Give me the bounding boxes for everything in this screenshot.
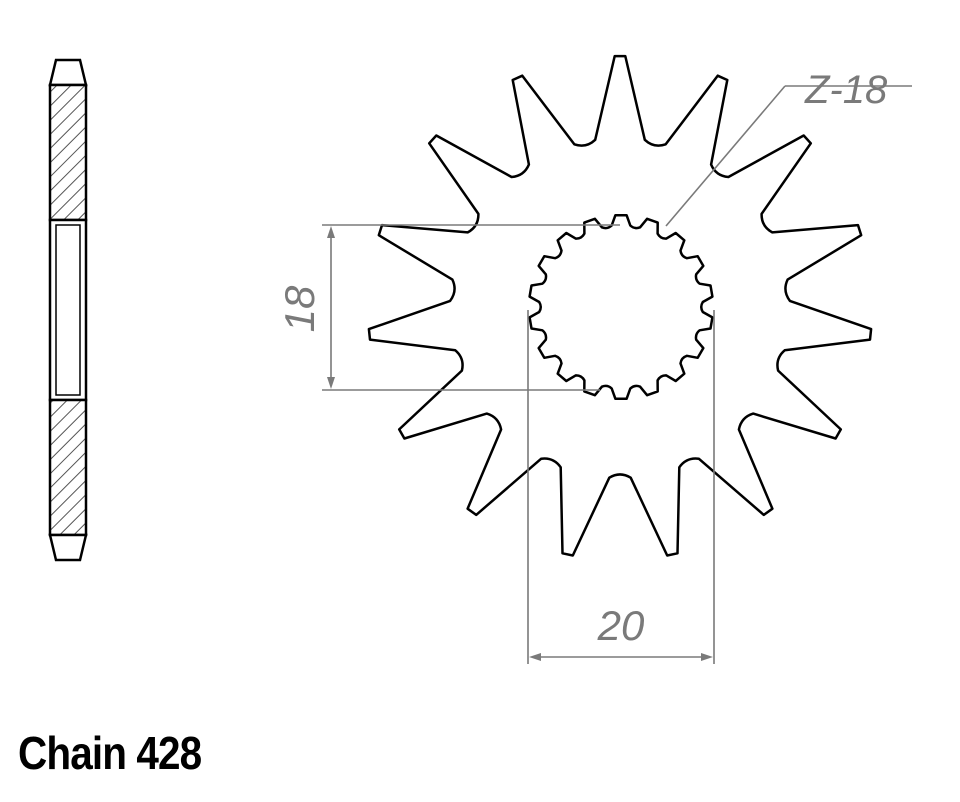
sprocket-side-profile — [48, 58, 88, 562]
bore-width-arrow-left — [529, 653, 541, 661]
bore-height-arrow-top — [327, 226, 335, 238]
bore-height-label: 18 — [276, 285, 323, 332]
splined-bore — [528, 213, 714, 401]
teeth-count-label: Z-18 — [804, 68, 888, 112]
side-profile-bottom-hatch — [48, 398, 88, 537]
side-profile-top-hatch — [48, 83, 88, 222]
teeth-count-dimension — [665, 85, 912, 227]
side-profile-bottom-cap — [48, 533, 88, 562]
bore-height-dimension — [322, 224, 620, 391]
bore-width-dimension — [527, 310, 715, 664]
bore-width-arrow-right — [701, 653, 713, 661]
chain-caption: Chain 428 — [18, 727, 202, 779]
teeth-count-leader — [665, 85, 786, 227]
side-profile-bore-inner — [55, 224, 81, 396]
bore-width-label: 20 — [597, 602, 645, 649]
side-profile-top-cap — [48, 58, 88, 87]
bore-height-arrow-bottom — [327, 377, 335, 389]
